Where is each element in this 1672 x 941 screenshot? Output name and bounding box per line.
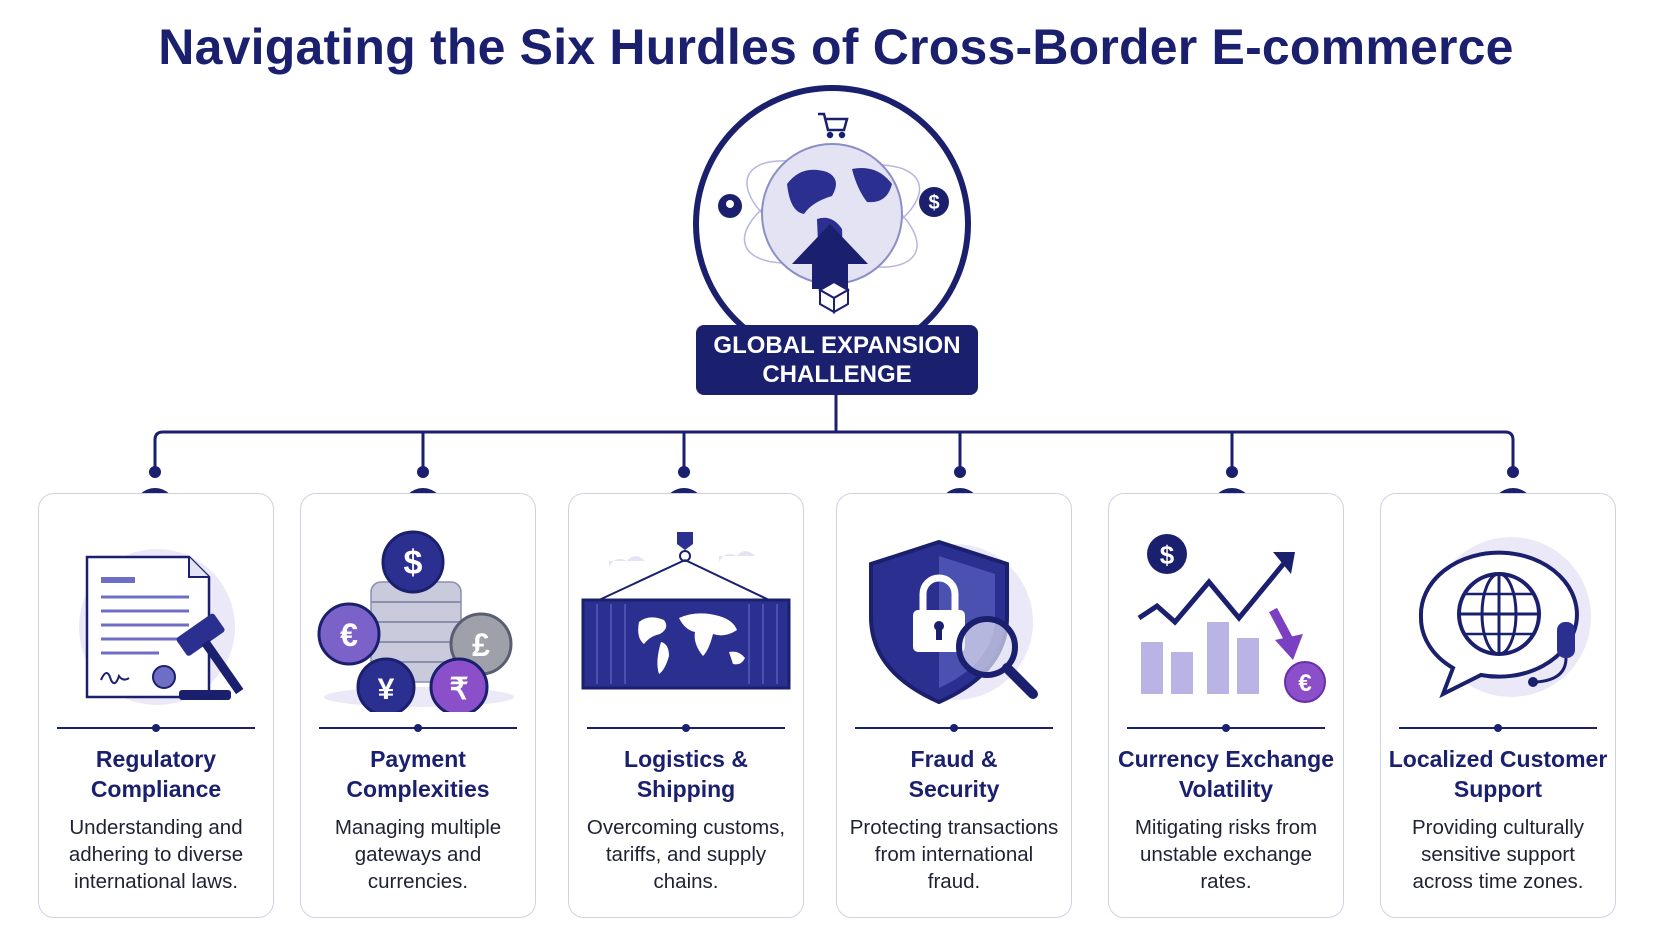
hurdle-desc-line: Providing culturally: [1411, 816, 1585, 839]
package-icon: [817, 280, 851, 314]
hurdle-title-line: Security: [908, 776, 1000, 802]
hero-line-2: CHALLENGE: [762, 361, 912, 388]
hurdle-desc-line: Understanding and: [69, 816, 243, 839]
exchange-chart-icon: $ €: [1137, 534, 1326, 703]
hurdle-desc-line: from international: [874, 843, 1034, 866]
hurdle-card-regulatory: Regulatory Compliance Understanding and …: [38, 493, 274, 918]
hurdle-title: Logistics & Shipping: [575, 744, 797, 804]
location-pin-icon: [718, 194, 742, 218]
svg-text:€: €: [1298, 670, 1311, 697]
hurdle-card-currency: $ € Currency Exchange Volatility Mitigat…: [1108, 493, 1344, 918]
shipping-container-icon: [581, 532, 791, 690]
coins-icon: $ € £ ¥ ₹: [317, 530, 514, 712]
hurdle-card-logistics: Logistics & Shipping Overcoming customs,…: [568, 493, 804, 918]
hero-line-1: GLOBAL EXPANSION: [713, 332, 961, 359]
svg-text:¥: ¥: [378, 673, 395, 706]
hurdle-title-line: Complexities: [346, 776, 490, 802]
support-headset-icon: [1418, 537, 1591, 699]
hurdle-desc-line: Mitigating risks from: [1134, 816, 1318, 839]
hurdle-title-line: Volatility: [1178, 776, 1274, 802]
hurdle-title-line: Compliance: [90, 776, 222, 802]
hurdle-title-line: Fraud &: [910, 746, 998, 772]
svg-text:$: $: [1160, 540, 1175, 570]
hurdle-desc-line: rates.: [1200, 870, 1252, 893]
cart-icon: [818, 112, 849, 139]
hurdle-description: Understanding and adhering to diverse in…: [49, 814, 263, 895]
svg-text:₹: ₹: [449, 673, 468, 706]
svg-text:$: $: [928, 192, 939, 214]
hurdle-card-support: Localized Customer Support Providing cul…: [1380, 493, 1616, 918]
hurdle-title-line: Regulatory: [95, 746, 217, 772]
hurdle-title-line: Currency Exchange: [1117, 746, 1335, 772]
hurdle-title-line: Localized Customer: [1388, 746, 1608, 772]
global-expansion-badge: GLOBAL EXPANSION CHALLENGE: [696, 325, 978, 395]
hurdle-title-line: Support: [1453, 776, 1543, 802]
dollar-icon: $: [919, 187, 949, 217]
hurdle-description: Mitigating risks from unstable exchange …: [1119, 814, 1333, 895]
hurdle-desc-line: currencies.: [367, 870, 469, 893]
document-gavel-icon: [79, 549, 244, 705]
hurdle-desc-line: Overcoming customs,: [586, 816, 786, 839]
hurdle-desc-line: sensitive support: [1421, 843, 1575, 866]
hurdle-description: Providing culturally sensitive support a…: [1391, 814, 1605, 895]
hurdle-desc-line: international laws.: [73, 870, 239, 893]
svg-text:£: £: [472, 627, 490, 663]
hurdle-title: Fraud & Security: [843, 744, 1065, 804]
card-divider: [319, 724, 517, 732]
hurdle-desc-line: Managing multiple: [334, 816, 502, 839]
page-title: Navigating the Six Hurdles of Cross-Bord…: [158, 19, 1514, 75]
hurdle-description: Protecting transactions from internation…: [847, 814, 1061, 895]
hurdle-desc-line: across time zones.: [1412, 870, 1584, 893]
hurdle-desc-line: fraud.: [927, 870, 981, 893]
hurdle-title-line: Shipping: [636, 776, 736, 802]
card-divider: [57, 724, 255, 732]
hurdle-card-fraud: Fraud & Security Protecting transactions…: [836, 493, 1072, 918]
hurdle-title: Localized Customer Support: [1387, 744, 1609, 804]
hurdle-desc-line: chains.: [653, 870, 719, 893]
hurdle-title-line: Payment: [370, 746, 466, 772]
hurdle-desc-line: gateways and: [354, 843, 482, 866]
card-divider: [1399, 724, 1597, 732]
hurdle-description: Overcoming customs, tariffs, and supply …: [579, 814, 793, 895]
hurdle-title: Regulatory Compliance: [45, 744, 267, 804]
up-arrow-icon: [792, 224, 868, 289]
hurdle-title: Currency Exchange Volatility: [1115, 744, 1337, 804]
svg-text:€: €: [340, 617, 358, 653]
hurdle-title-line: Logistics &: [624, 746, 748, 772]
hurdle-desc-line: adhering to diverse: [68, 843, 244, 866]
card-divider: [1127, 724, 1325, 732]
hurdle-card-payment: $ € £ ¥ ₹ Payment Complexities Managing …: [300, 493, 536, 918]
hurdle-description: Managing multiple gateways and currencie…: [311, 814, 525, 895]
hurdle-desc-line: Protecting transactions: [849, 816, 1059, 839]
svg-text:$: $: [404, 544, 423, 582]
shield-lock-icon: [869, 539, 1038, 705]
card-divider: [587, 724, 785, 732]
card-divider: [855, 724, 1053, 732]
hurdle-title: Payment Complexities: [307, 744, 529, 804]
hurdle-desc-line: tariffs, and supply: [605, 843, 767, 866]
hurdle-desc-line: unstable exchange: [1139, 843, 1313, 866]
